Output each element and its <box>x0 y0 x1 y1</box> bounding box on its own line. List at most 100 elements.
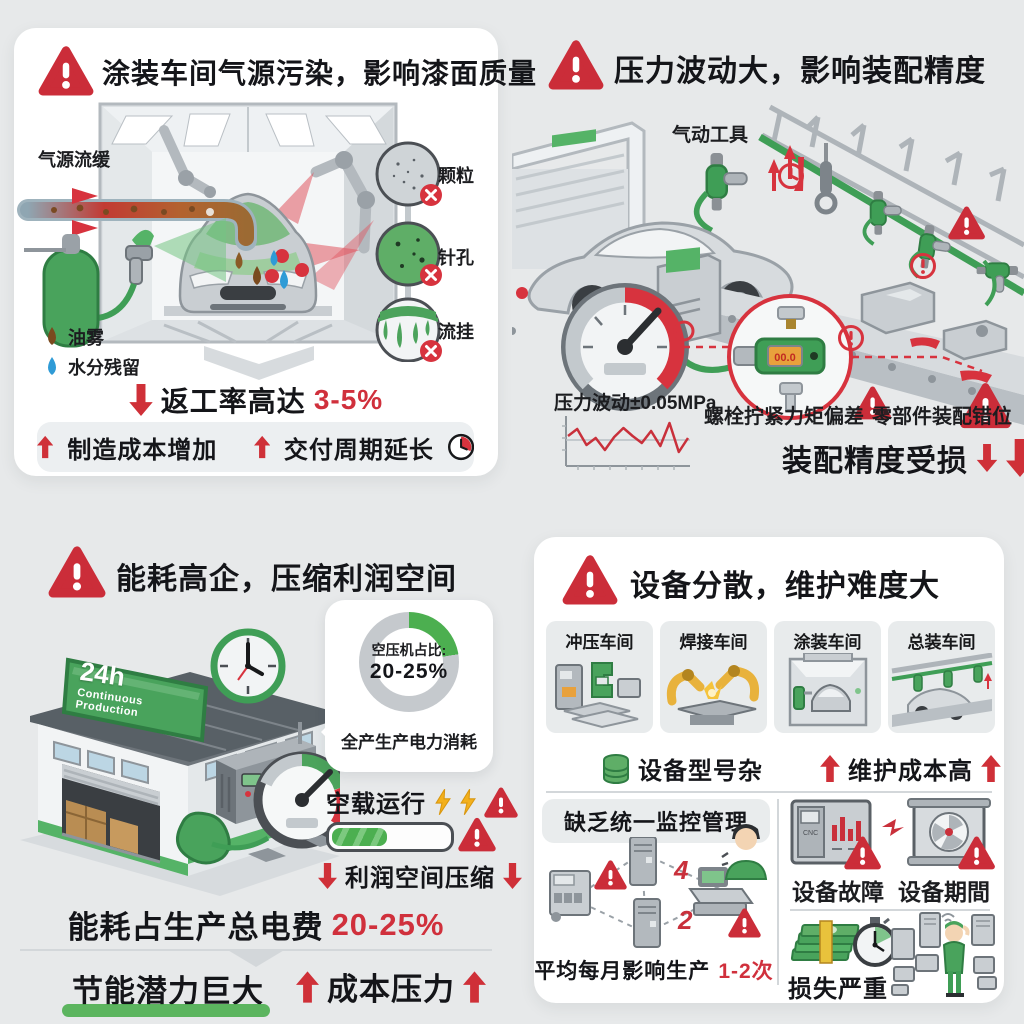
warning-triangle-icon <box>597 863 625 887</box>
defect-label-pinholes: 针孔 <box>438 248 474 268</box>
server-tower-icon <box>629 837 657 886</box>
maintenance-card: 设备分散，维护难度大 冲压车间 焊接车间 <box>534 537 1004 1003</box>
assembly-line-illustration: 00.0 <box>512 104 1024 430</box>
scattered-network-diagram: 4 2 <box>549 837 770 948</box>
paint-defect-samples <box>375 141 444 362</box>
model-variety-label: 设备型号杂 <box>638 758 763 785</box>
fault-icons: CNC <box>790 798 996 871</box>
loss-label: 损失严重 <box>788 976 888 1003</box>
divider <box>546 791 992 793</box>
defect-label-runs: 流挂 <box>438 322 474 342</box>
oil-drop-icon <box>48 327 56 345</box>
up-arrow-icon <box>296 970 319 1003</box>
lightning-icon <box>435 788 451 815</box>
defect-runs-icon <box>375 297 444 362</box>
q3-title: 能耗高企，压缩利润空间 <box>116 563 457 596</box>
control-cabinet-icon: CNC <box>790 799 872 865</box>
workshop-card-welding: 焊接车间 <box>660 621 767 733</box>
maintenance-cost-label: 维护成本高 <box>848 758 973 785</box>
warning-triangle-icon <box>562 553 618 605</box>
quadrant-assembly: 压力波动大，影响装配精度 气动工具 <box>512 0 1024 512</box>
svg-text:00.0: 00.0 <box>774 352 795 364</box>
assembly-icon <box>891 653 993 727</box>
sign-24h <box>61 657 209 743</box>
workshop-label: 涂装车间 <box>793 633 862 652</box>
profit-squeeze-row: 利润空间压缩 <box>318 858 522 893</box>
down-arrow-icon <box>318 862 337 889</box>
paint-booth-illustration <box>17 102 398 348</box>
stopwatch-icon <box>853 917 896 967</box>
pressure-line-chart <box>562 416 690 470</box>
overhead-truss <box>760 104 1024 280</box>
monthly-value: 1-2次 <box>718 960 774 983</box>
pneumatic-tool-label: 气动工具 <box>672 125 749 146</box>
bolt-top <box>777 306 805 329</box>
fan-unit-icon <box>907 798 991 866</box>
impact-cost: 制造成本增加 <box>67 436 218 464</box>
warning-triangle-icon <box>38 44 94 96</box>
transfer-arrows <box>882 819 904 836</box>
fault-count-4: 4 <box>673 855 689 885</box>
idle-run-row: 空载运行 <box>326 784 518 819</box>
up-arrow-icon <box>37 435 54 459</box>
deadline-clock-icon <box>447 433 474 461</box>
energy-value: 20-25% <box>331 906 445 942</box>
up-arrow-icon <box>253 435 270 459</box>
monthly-impact-stat: 平均每月影响生产 1-2次 <box>534 955 774 985</box>
defect-label-particles: 颗粒 <box>438 166 474 186</box>
down-arrow-icon <box>976 444 998 472</box>
q2-title: 压力波动大，影响装配精度 <box>614 55 986 88</box>
pneumatic-tool-icon <box>693 151 748 233</box>
energy-prefix: 能耗占生产总电费 <box>67 910 324 945</box>
monthly-prefix: 平均每月影响生产 <box>534 960 711 983</box>
fluctuation-line <box>567 421 690 454</box>
monitor-title: 缺乏统一监控管理 <box>563 810 748 835</box>
warning-triangle-icon <box>951 209 982 236</box>
assembly-result: 装配精度受损 <box>782 436 1024 480</box>
divider-chevron <box>226 949 286 967</box>
energy-share-bubble: 空压机占比: 20-25% 全产生产电力消耗 <box>321 600 493 772</box>
server-tower-icon <box>633 898 661 948</box>
profit-label: 利润空间压缩 <box>345 865 495 892</box>
cost-pressure-label: 成本压力 <box>327 972 455 1007</box>
up-arrow-icon <box>820 755 840 782</box>
quadrant-maintenance: 设备分散，维护难度大 冲压车间 焊接车间 <box>512 512 1024 1024</box>
pipe-label: 气源流缓 <box>38 150 110 170</box>
donut-center-value: 20-25% <box>369 660 449 683</box>
welding-icon <box>666 665 760 725</box>
divider-vertical <box>777 799 779 985</box>
link-dashes <box>683 345 983 373</box>
warning-triangle-icon <box>48 544 106 598</box>
q4-title: 设备分散，维护难度大 <box>630 570 940 603</box>
warning-triangle-icon <box>548 38 604 90</box>
workshop-card-stamping: 冲压车间 <box>546 621 653 733</box>
model-variety-stat: 设备型号杂 <box>602 751 763 786</box>
rework-prefix: 返工率高达 <box>160 386 306 417</box>
saving-potential-label: 节能潜力巨大 <box>72 974 264 1009</box>
air-compressor <box>176 722 340 865</box>
database-icon <box>603 753 629 784</box>
bolt-bottom <box>779 382 803 411</box>
result-label: 装配精度受损 <box>782 445 968 478</box>
legend-oil-mist: 油雾 <box>44 324 104 350</box>
up-arrow-icon <box>463 970 486 1003</box>
quadrant-energy: 能耗高企，压缩利润空间 <box>0 512 522 1024</box>
spray-gun <box>97 218 226 321</box>
idle-progress-bar <box>326 822 454 852</box>
stamping-icon <box>555 662 641 729</box>
green-highlight-bar <box>62 1004 270 1017</box>
wall-clock <box>210 628 286 704</box>
warning-triangle-icon <box>458 816 496 852</box>
fault-label: 设备故障 <box>792 879 884 905</box>
idle-label: 空载运行 <box>326 791 426 818</box>
maintenance-cost-stat: 维护成本高 <box>820 751 1001 786</box>
workshop-card-assembly: 总装车间 <box>888 621 995 733</box>
up-arrow-icon <box>981 755 1001 782</box>
worried-worker-icon <box>721 824 768 880</box>
rollup-door <box>61 764 161 864</box>
torque-wrench-detail: 00.0 <box>727 294 853 420</box>
technician-scattered-equipment <box>891 912 997 997</box>
donut-center-label: 空压机占比: <box>371 642 447 658</box>
